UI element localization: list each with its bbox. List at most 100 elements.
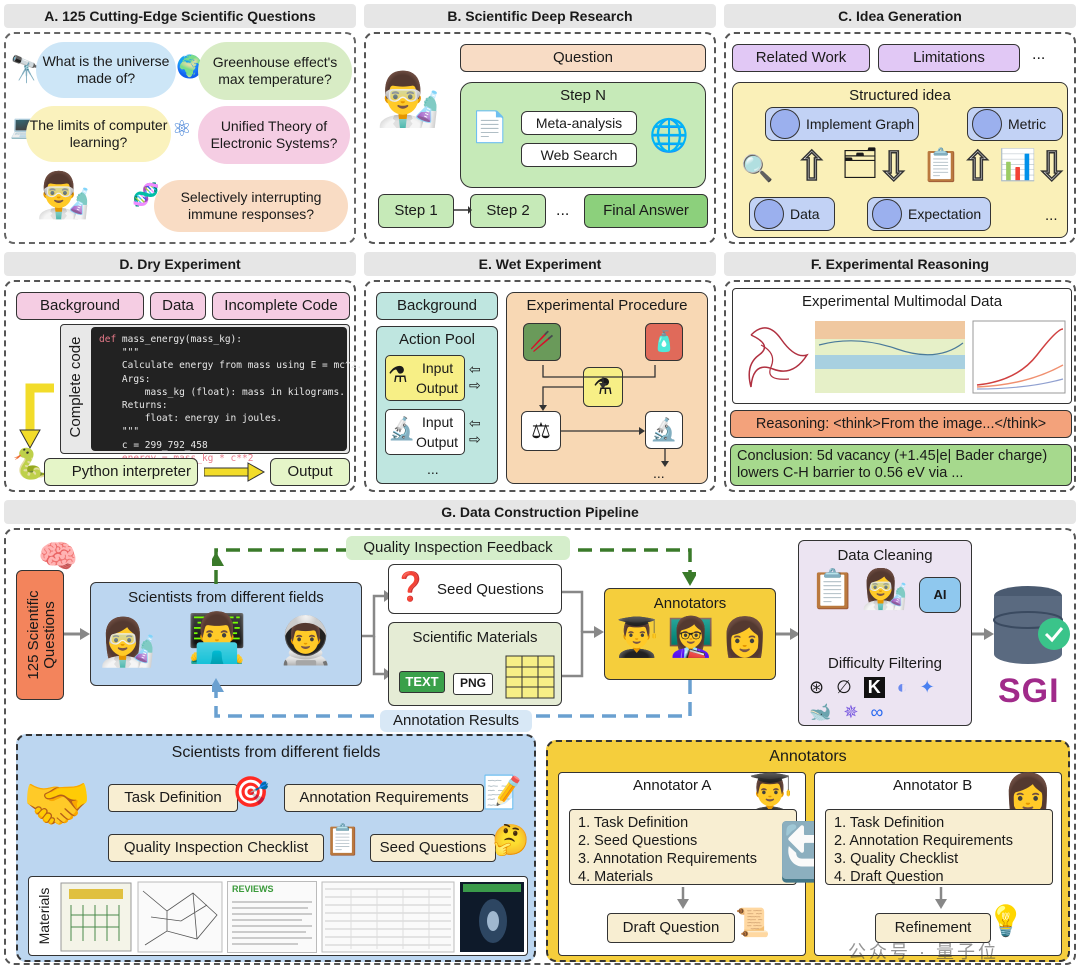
action-pool-label: Action Pool [399, 331, 475, 348]
up-arrow-icon: ⇧ [794, 145, 829, 189]
multimodal-label: Experimental Multimodal Data [801, 293, 1003, 310]
implement-graph-label: Implement Graph [806, 115, 915, 132]
female-scientist-icon: 👩‍🔬 [99, 616, 157, 668]
annotator-a-card: Annotator A 👨‍🎓 1. Task Definition 2. Se… [558, 772, 806, 956]
requirements-list-icon: 📝 [482, 774, 522, 810]
multimodal-data-card: Experimental Multimodal Data [732, 288, 1072, 404]
thinking-head-icon: 🧠 [38, 538, 78, 574]
flowchart-icon: 🗂 [841, 147, 880, 180]
thinking-person-icon: 🤔 [492, 824, 530, 857]
experimental-procedure-card: Experimental Procedure 🥢 🧴 ⚗ ⚖ 🔬 ... [506, 292, 708, 484]
node-circle [754, 199, 784, 229]
step2-box: Step 2 [470, 194, 546, 228]
annotator-b-label: Annotator B [893, 777, 973, 794]
arrow-down [677, 887, 689, 909]
microscope-icon: 🔬 [388, 416, 416, 441]
tweezers-icon: 🥢 [523, 323, 561, 361]
output-box: Output [270, 458, 350, 486]
expectation-label: Expectation [908, 205, 982, 222]
deepseek-logo-icon: 🐋 [809, 702, 832, 722]
arrow-down [935, 887, 947, 909]
panel-a-title: A. 125 Cutting-Edge Scientific Questions [4, 4, 356, 28]
reviews-document: REVIEWS [227, 881, 317, 953]
grok-logo-icon: ∅ [836, 677, 852, 697]
related-work-box: Related Work [732, 44, 870, 72]
scientific-materials-card: Scientific Materials TEXT PNG [388, 622, 562, 706]
step-n-label: Step N [560, 87, 606, 104]
woman-annotator-icon: 👩 [1003, 773, 1053, 817]
kimi-logo-icon: K [863, 677, 885, 698]
ai-robot-icon: AI [919, 577, 961, 613]
woman-icon: 👩 [721, 617, 769, 659]
conclusion-box: Conclusion: 5d vacancy (+1.45|e| Bader c… [730, 444, 1072, 486]
action-pool-card: Action Pool ⚗ Input Output ⇦⇨ 🔬 Input Ou… [376, 326, 498, 484]
quality-checklist-box: Quality Inspection Checklist [108, 834, 324, 862]
graduate-icon: 👨‍🎓 [745, 773, 795, 817]
pool-ellipsis: ... [427, 461, 439, 477]
dna-icon: 🧬 [132, 182, 160, 207]
down-arrow-icon: ⇩ [1034, 145, 1069, 189]
openai-logo-icon: ⊛ [809, 677, 825, 697]
annotators-card: Annotators 👨‍🎓 👩‍🏫 👩 [604, 588, 776, 680]
clipboard-icon: 📋 [921, 147, 961, 183]
structured-idea-label: Structured idea [849, 87, 951, 104]
limitations-box: Limitations [878, 44, 1020, 72]
implement-graph-node: Implement Graph [765, 107, 919, 141]
background-box: Background [16, 292, 144, 320]
panel-b: 👨‍🔬 Question Step N 📄 Meta-analysis Web … [364, 32, 716, 244]
meta-analysis-box: Meta-analysis [521, 111, 637, 135]
related-ellipsis: ... [1032, 46, 1046, 63]
circuit-figure [60, 882, 132, 952]
python-logo-icon: 🐍 [12, 448, 50, 481]
bottle-icon: 🧴 [645, 323, 683, 361]
task-definition-box: Task Definition [108, 784, 238, 812]
graduate-icon: 👨‍🎓 [613, 617, 661, 659]
database-search-icon: 🔍 [741, 153, 774, 183]
reviews-label: REVIEWS [232, 884, 274, 894]
copilot-logo-icon: ◐ [896, 677, 908, 697]
table-figure [321, 881, 455, 953]
scientists-detail-panel: Scientists from different fields 🤝 Task … [16, 734, 536, 962]
io-arrows: ⇦⇨ [469, 415, 481, 447]
arrow-to-annotators [562, 590, 604, 678]
annotators-detail-panel: Annotators Annotator A 👨‍🎓 1. Task Defin… [546, 740, 1070, 962]
gemini-logo-icon: ✦ [919, 677, 935, 697]
microscope-icon: 🔬 [645, 411, 683, 449]
background-box: Background [376, 292, 498, 320]
annotators-label: Annotators [653, 595, 727, 612]
web-search-box: Web Search [521, 143, 637, 167]
browser-icon: 🌐 [649, 117, 689, 153]
teacher-icon: 👩‍🏫 [667, 617, 715, 659]
question-bubble-greenhouse: Greenhouse effect's max temperature? [198, 42, 352, 100]
panel-g-title: G. Data Construction Pipeline [4, 500, 1076, 524]
code-editor: def mass_energy(mass_kg): """ Calculate … [91, 327, 362, 477]
questions-label: 125 Scientific Questions [25, 590, 58, 680]
list-item: 2. Annotation Requirements [834, 833, 1013, 849]
galaxy-image [460, 882, 524, 952]
data-label: Data [790, 205, 820, 222]
panel-f: Experimental Multimodal Data Reasoning: … [724, 280, 1076, 492]
expectation-node: Expectation [867, 197, 991, 231]
engineer-icon: 👨‍💻 [187, 612, 247, 665]
up-arrow-icon: ⇧ [960, 145, 995, 189]
yellow-right-arrow [204, 462, 266, 482]
flask-icon: ⚗ [388, 362, 408, 387]
materials-label: Scientific Materials [412, 629, 538, 646]
steps-ellipsis: ... [556, 202, 570, 219]
output-label: Output [416, 434, 459, 450]
atom-icon: ⚛ [172, 116, 192, 141]
output-label: Output [416, 380, 459, 396]
list-item: 1. Task Definition [578, 815, 689, 831]
draft-question-box: Draft Question [607, 913, 735, 943]
arrow-to-sgi [972, 628, 994, 640]
document-lines [232, 901, 312, 945]
arrow-questions-scientists [64, 628, 90, 640]
panel-a: 🔭 What is the universe made of? 🌍 Greenh… [4, 32, 356, 244]
input-label: Input [422, 414, 454, 430]
list-item: 2. Seed Questions [578, 833, 698, 849]
data-box: Data [150, 292, 206, 320]
reasoning-box: Reasoning: <think>From the image...</thi… [730, 410, 1072, 438]
model-logos: ⊛ ∅ K ◐ ✦ 🐋 ✵ ∞ [809, 677, 965, 722]
qwen-logo-icon: ✵ [843, 702, 859, 722]
meta-logo-icon: ∞ [870, 702, 884, 722]
